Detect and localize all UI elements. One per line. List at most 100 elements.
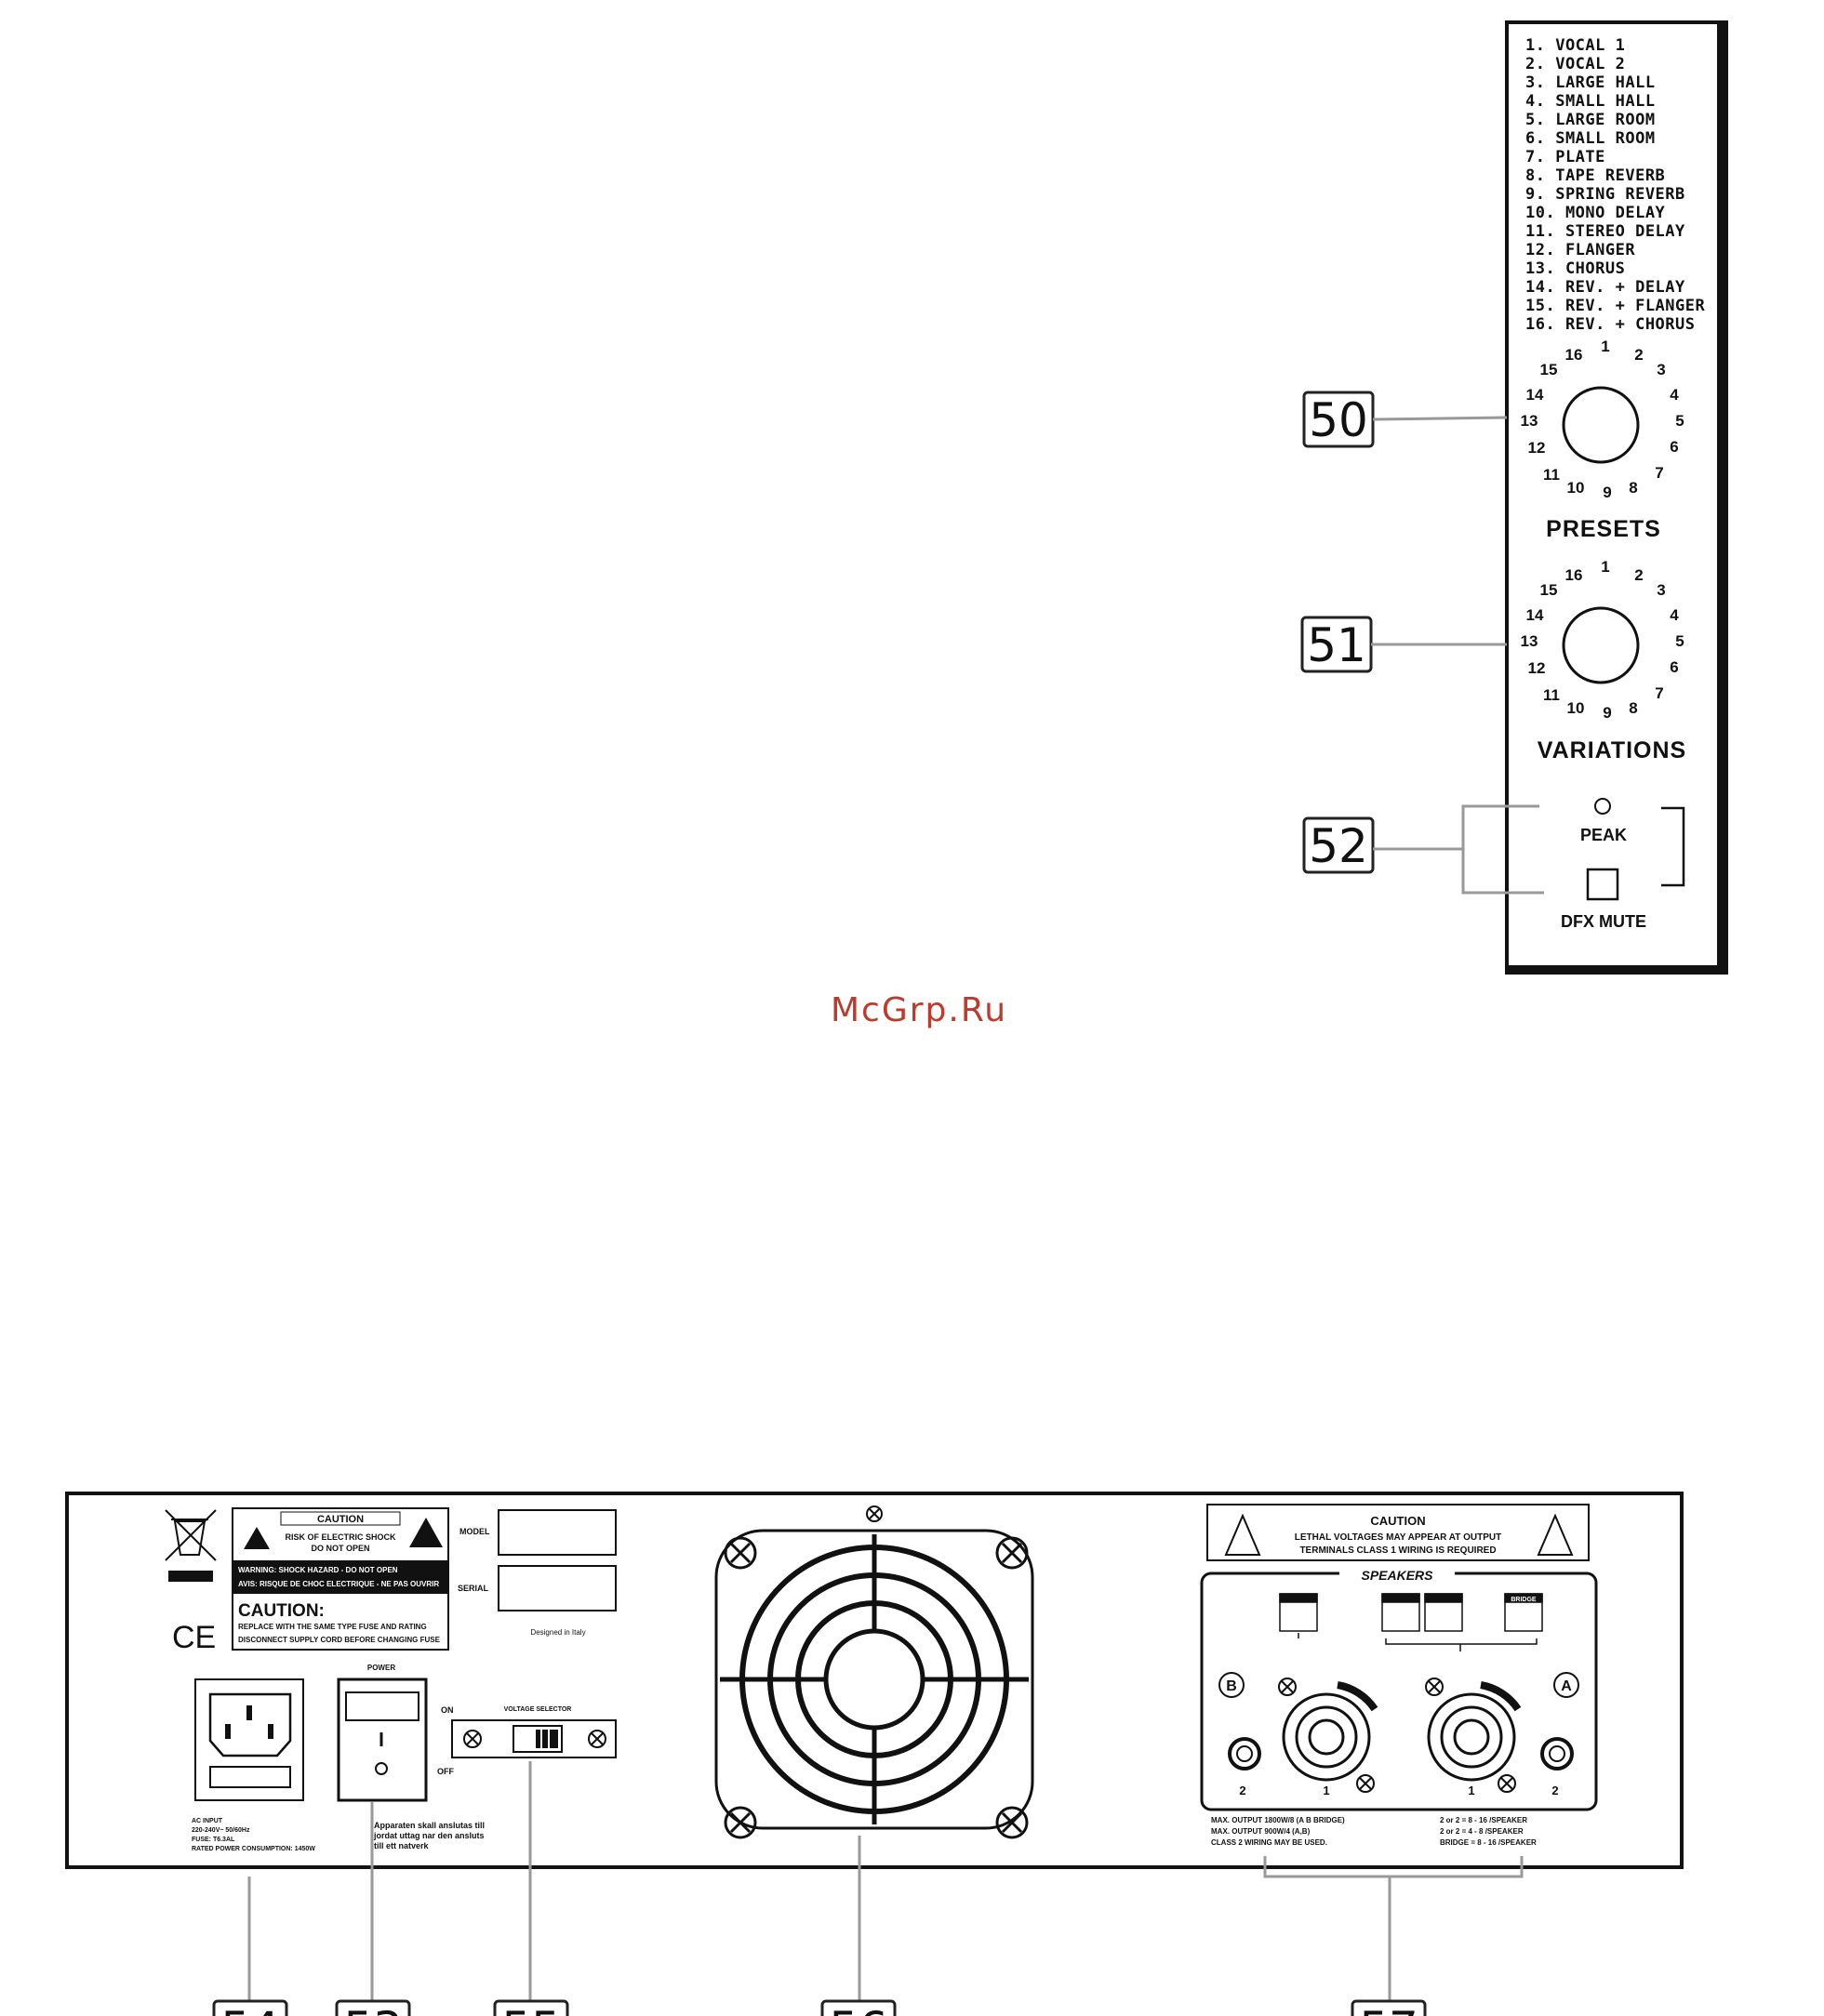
preset-item: 16. REV. + CHORUS [1525,315,1696,334]
caution-title: CAUTION [317,1514,364,1525]
dial-number: 14 [1526,606,1544,624]
wiring-diagram [1279,1593,1543,1651]
caution-label [232,1507,449,1651]
preset-item: 12. FLANGER [1525,241,1635,259]
dial-number: 4 [1670,386,1679,404]
dial-number: 9 [1603,704,1611,722]
power-switch[interactable] [337,1678,428,1802]
preset-item: 13. CHORUS [1525,259,1625,278]
jack-a-2[interactable] [1540,1737,1574,1771]
dial-number: 12 [1528,659,1546,677]
peak-mute-bracket [1661,806,1685,887]
preset-item: 10. MONO DELAY [1525,204,1666,222]
dial-number: 5 [1675,632,1684,650]
off-label: OFF [437,1767,454,1776]
speakers-label: SPEAKERS [1361,1568,1433,1583]
model-box [498,1509,617,1556]
caution-line1: RISK OF ELECTRIC SHOCK [285,1532,396,1542]
callout-54: 54 [212,1877,288,2016]
ac-input-line: FUSE: T6.3AL [192,1837,235,1843]
dial-number: 3 [1657,581,1665,599]
dial-number: 8 [1629,699,1637,717]
front-panel-strip [1505,20,1728,975]
ce-mark: CE [172,1620,216,1655]
svg-text:54: 54 [220,2002,280,2016]
callout-56: 56 [820,1836,897,2016]
channel-b-badge [1218,1672,1245,1698]
voltage-selector[interactable] [451,1719,617,1758]
dial-number: 2 [1634,566,1643,584]
preset-item: 4. SMALL HALL [1525,92,1656,111]
dial-number: 12 [1528,439,1546,457]
svg-text:53: 53 [343,2002,403,2016]
speaker-caution-line1: LETHAL VOLTAGES MAY APPEAR AT OUTPUT [1295,1532,1501,1543]
weee-bin-icon [165,1509,217,1582]
preset-item: 15. REV. + FLANGER [1525,297,1705,315]
dial-number: 15 [1540,581,1558,599]
dial-number: 6 [1670,438,1678,456]
peak-label: PEAK [1580,826,1627,844]
preset-item: 9. SPRING REVERB [1525,185,1685,204]
svg-text:50: 50 [1309,393,1368,447]
serial-box [498,1565,617,1611]
voltage-selector-label: VOLTAGE SELECTOR [504,1706,572,1713]
dial-number: 14 [1526,386,1544,404]
output-line-left: CLASS 2 WIRING MAY BE USED. [1211,1838,1327,1847]
bridge-label: BRIDGE [1511,1597,1537,1603]
callout-53: 53 [335,1802,411,2016]
dial-number: 13 [1521,412,1538,430]
peak-led-icon [1594,798,1611,815]
dial-number: 2 [1634,346,1643,364]
speaker-caution-title: CAUTION [1370,1514,1425,1528]
ac-input-line: RATED POWER CONSUMPTION: 1450W [192,1846,315,1852]
designed-label: Designed in Italy [530,1628,585,1637]
ac-input-socket[interactable] [194,1678,304,1801]
dial-number: 10 [1567,479,1585,497]
presets-knob[interactable] [1562,386,1640,464]
dial-number: 3 [1657,361,1665,378]
svg-text:55: 55 [501,2002,561,2016]
output-line-left: MAX. OUTPUT 1800W/8 (A B BRIDGE) [1211,1816,1345,1824]
dial-number: 16 [1565,346,1583,364]
power-label: POWER [367,1664,395,1672]
svg-text:56: 56 [829,2002,888,2016]
output-line-right: BRIDGE = 8 - 16 /SPEAKER [1440,1838,1537,1847]
apparaten-line: Apparaten skall anslutas till [374,1821,485,1830]
speakon-a-1[interactable] [1425,1678,1522,1793]
speakon-a-1-num: 1 [1468,1784,1474,1797]
dial-number: 9 [1603,484,1611,501]
dial-number: 11 [1543,466,1560,484]
preset-item: 14. REV. + DELAY [1525,278,1685,297]
dfx-mute-button[interactable] [1586,868,1619,901]
output-text-left: MAX. OUTPUT 1800W/8 (A B BRIDGE)MAX. OUT… [1211,1816,1345,1847]
preset-item: 5. LARGE ROOM [1525,111,1656,129]
dial-number: 11 [1543,686,1560,704]
jack-b-2[interactable] [1228,1737,1261,1771]
watermark-text: McGrp.Ru [831,991,1007,1029]
variations-label: VARIATIONS [1538,737,1686,763]
svg-text:51: 51 [1307,618,1366,672]
callout-52: 52 [1302,804,1544,895]
dial-number: 8 [1629,479,1637,497]
variations-knob[interactable] [1562,606,1640,684]
dial-number: 7 [1655,684,1663,702]
dial-number: 6 [1670,658,1678,676]
preset-item: 1. VOCAL 1 [1525,36,1625,55]
preset-item: 2. VOCAL 2 [1525,55,1625,73]
on-label: ON [441,1705,454,1715]
channel-a-label: A [1561,1678,1572,1694]
callout-57: 57 [1263,1856,1524,2016]
warning-line1: WARNING: SHOCK HAZARD - DO NOT OPEN [238,1566,398,1574]
callout-51: 51 [1300,616,1507,673]
replace-line1: REPLACE WITH THE SAME TYPE FUSE AND RATI… [238,1623,427,1631]
warning-line2: AVIS: RISQUE DE CHOC ELECTRIQUE - NE PAS… [238,1580,439,1588]
ac-input-line: 220-240V~ 50/60Hz [192,1827,250,1834]
output-line-right: 2 or 2 = 8 - 16 /SPEAKER [1440,1816,1527,1824]
dial-number: 4 [1670,606,1679,624]
channel-b-label: B [1226,1678,1237,1694]
speakon-b-1[interactable] [1278,1678,1378,1793]
